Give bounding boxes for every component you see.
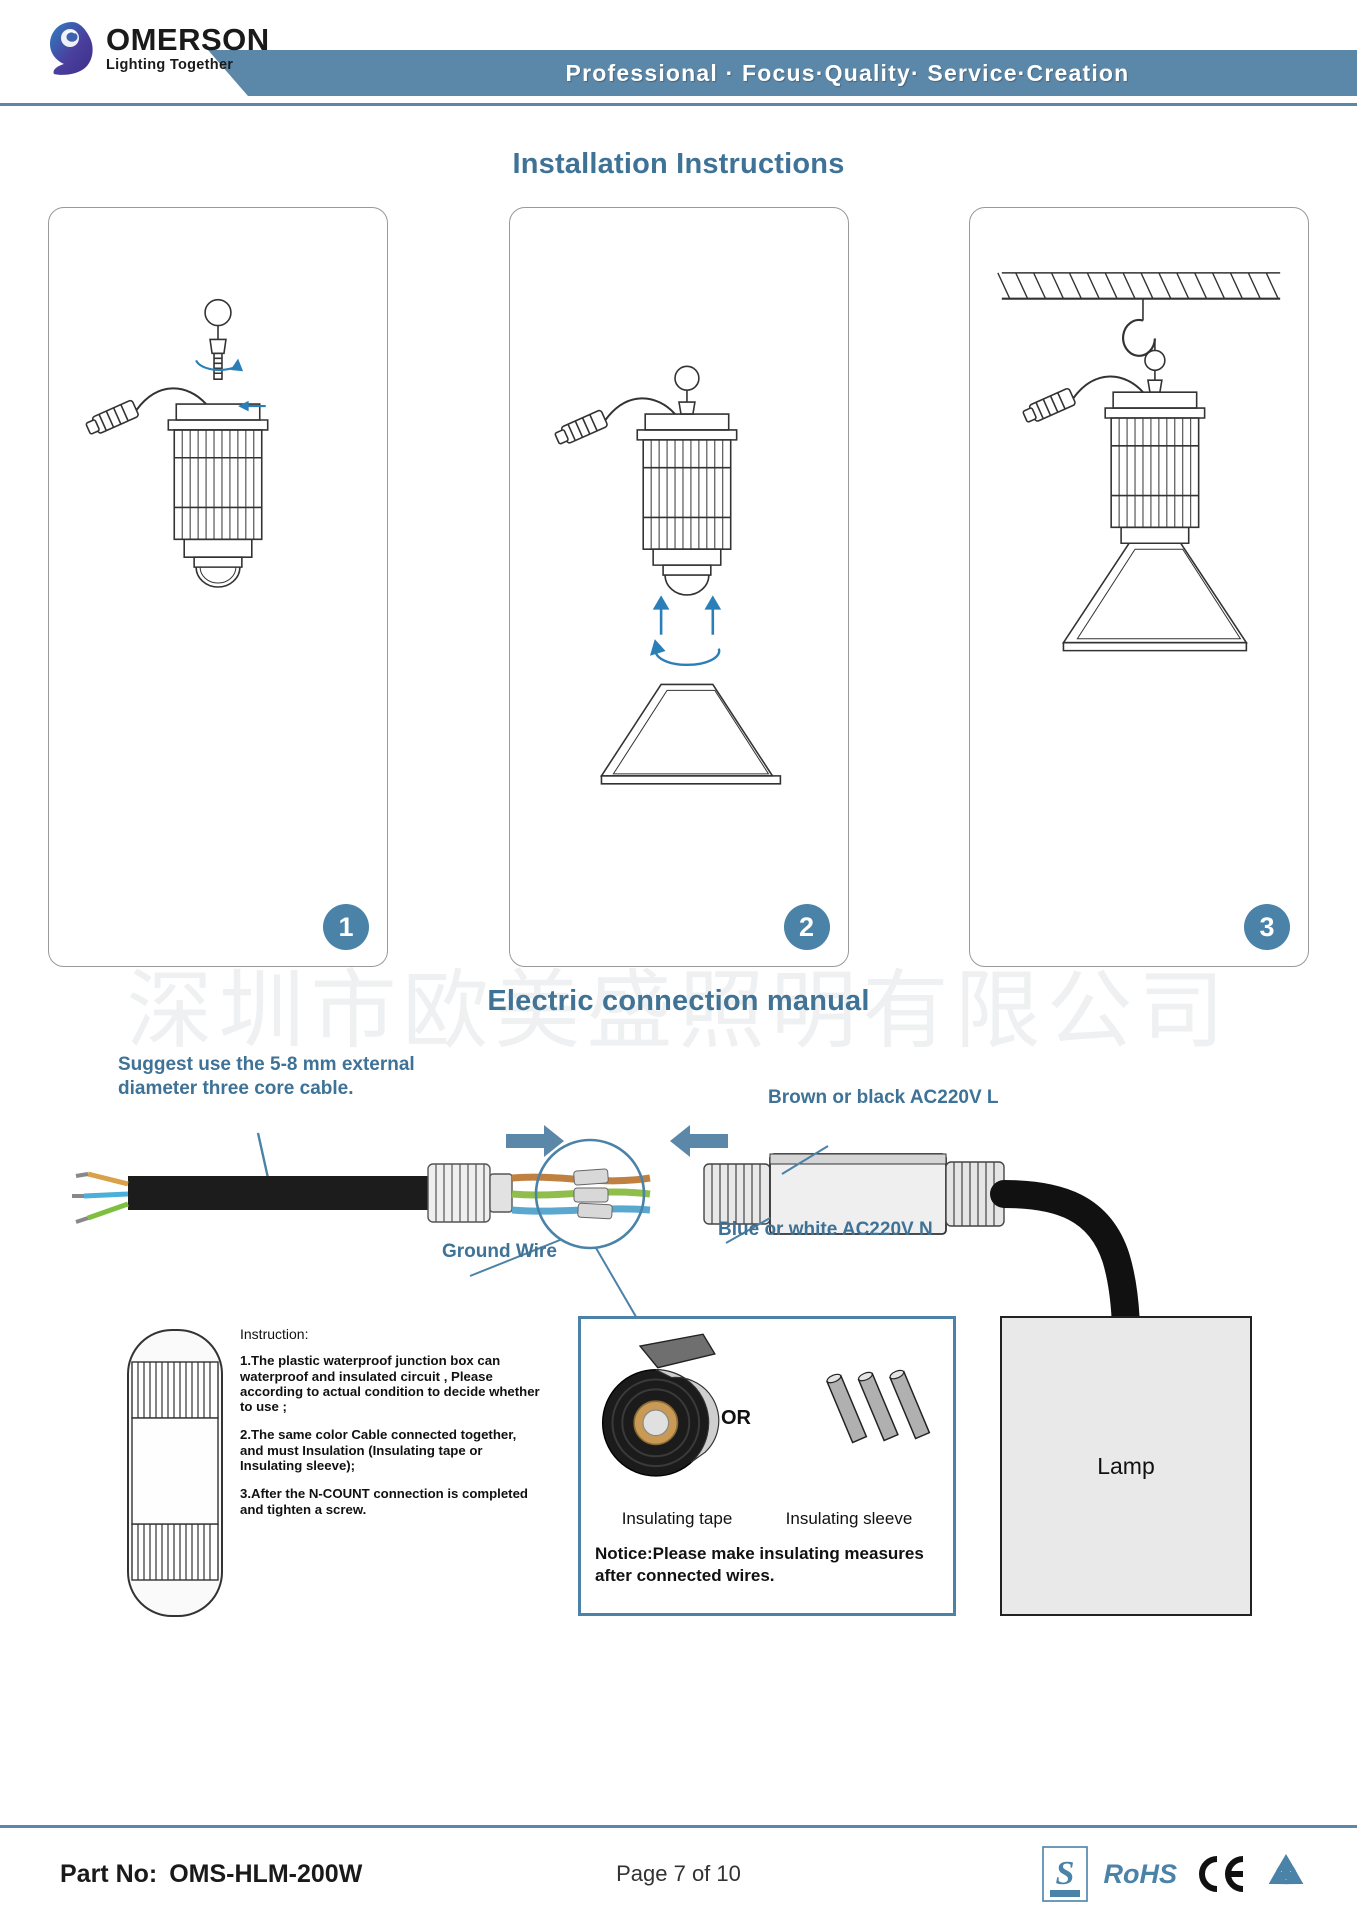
highbay-lamp-ceiling-mounted-diagram xyxy=(997,272,1281,652)
rohs-label: RoHS xyxy=(1103,1858,1178,1889)
svg-text:S: S xyxy=(1055,1855,1074,1892)
insulation-notice-text: Notice:Please make insulating measures a… xyxy=(595,1544,924,1586)
panel-number-1: 1 xyxy=(323,904,369,950)
page-number: Page 7 of 10 xyxy=(616,1861,741,1886)
panel-number-3: 3 xyxy=(1244,904,1290,950)
page-header: OMERSON Lighting Together Professional ·… xyxy=(0,0,1357,108)
header-divider xyxy=(0,103,1357,106)
part-no-label: Part No: xyxy=(60,1859,158,1888)
instruction-heading: Instruction: xyxy=(240,1326,309,1342)
ce-icon xyxy=(1199,1856,1244,1892)
insulation-options-box: OR Insulating tape Insulating sleeve Not… xyxy=(578,1316,956,1616)
cqc-icon: S xyxy=(1041,1846,1088,1902)
lamp-label: Lamp xyxy=(1097,1452,1155,1479)
highbay-lamp-reflector-attach-diagram xyxy=(554,365,781,785)
footer-divider xyxy=(0,1825,1357,1828)
electric-connection-diagram: Suggest use the 5-8 mm external diameter… xyxy=(0,1028,1357,1768)
blue-wire-label: Blue or white AC220V N xyxy=(718,1219,933,1240)
electric-title: Electric connection manual xyxy=(487,985,870,1017)
part-no-value: OMS-HLM-200W xyxy=(169,1859,363,1888)
or-separator-label: OR xyxy=(721,1407,751,1429)
highbay-lamp-hook-rotate-diagram xyxy=(85,298,269,588)
installation-panels: 1 xyxy=(0,207,1357,967)
insulating-tape-label: Insulating tape xyxy=(621,1509,733,1528)
logo-tagline: Lighting Together xyxy=(106,56,234,73)
brand-logo: OMERSON Lighting Together xyxy=(48,20,270,76)
page-footer: Part No: OMS-HLM-200W Page 7 of 10 S RoH… xyxy=(0,1828,1357,1920)
insulating-sleeve-label: Insulating sleeve xyxy=(785,1509,913,1528)
instruction-item-1: 1.The plastic waterproof junction box ca… xyxy=(240,1353,540,1415)
certification-logos: S RoHS xyxy=(1041,1846,1310,1902)
instruction-text-block: Instruction: 1.The plastic waterproof ju… xyxy=(240,1326,540,1530)
logo-name: OMERSON xyxy=(106,21,270,57)
header-banner: Professional · Focus·Quality· Service·Cr… xyxy=(208,50,1357,96)
install-step-panel-1: 1 xyxy=(48,207,388,967)
waterproof-junction-box-illustration xyxy=(127,1329,223,1617)
instruction-item-2: 2.The same color Cable connected togethe… xyxy=(240,1427,517,1474)
omerson-droplet-logo-icon xyxy=(50,22,93,75)
brown-wire-label: Brown or black AC220V L xyxy=(768,1087,999,1108)
installation-title: Installation Instructions xyxy=(512,148,845,180)
panel-number-2: 2 xyxy=(783,904,830,950)
ground-wire-label: Ground Wire xyxy=(442,1241,557,1262)
insulating-tape-and-sleeve-icons xyxy=(601,1333,931,1477)
cable-suggestion-label: Suggest use the 5-8 mm external diameter… xyxy=(118,1054,415,1099)
instruction-item-3: 3.After the N-COUNT connection is comple… xyxy=(240,1486,528,1517)
install-step-panel-3: 3 xyxy=(969,207,1309,967)
recycle-icon xyxy=(1268,1854,1304,1885)
lamp-box: Lamp xyxy=(1000,1316,1252,1616)
banner-text: Professional · Focus·Quality· Service·Cr… xyxy=(565,59,1130,86)
install-step-panel-2: 2 xyxy=(508,207,849,967)
